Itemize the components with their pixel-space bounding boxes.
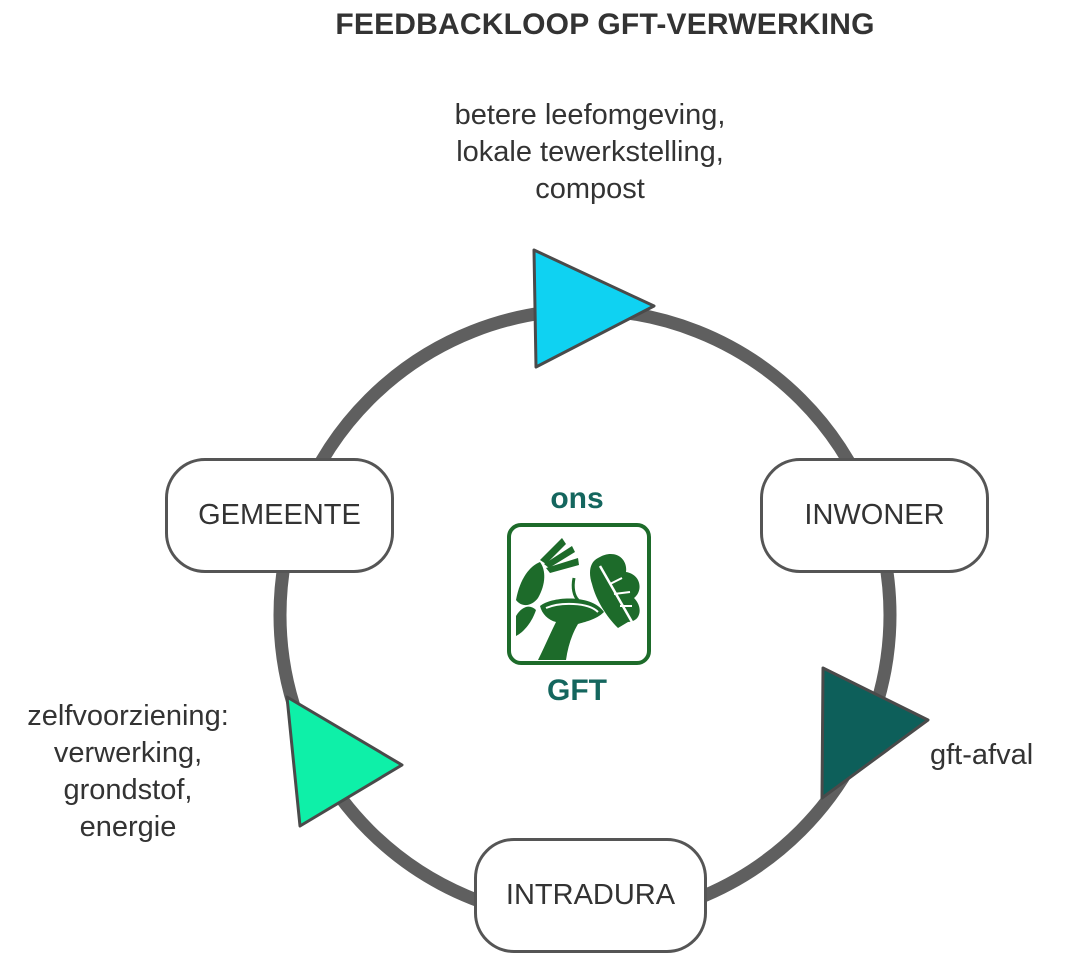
node-intradura: INTRADURA (474, 838, 707, 953)
ons-gft-logo-icon (507, 523, 651, 665)
benefits-flow-label: betere leefomgeving, lokale tewerkstelli… (400, 97, 780, 208)
self-sufficiency-line: grondstof, (63, 774, 193, 806)
node-gemeente: GEMEENTE (165, 458, 394, 573)
waste-arrow-icon (820, 666, 930, 800)
benefits-line: betere leefomgeving, (454, 99, 726, 131)
waste-flow-label: gft-afval (930, 737, 1076, 774)
self-sufficiency-line: zelfvoorziening: (27, 700, 229, 732)
self-sufficiency-line: energie (79, 811, 177, 843)
logo-word-ons: ons (550, 482, 604, 515)
node-gemeente-label: GEMEENTE (198, 499, 361, 531)
node-inwoner-label: INWONER (804, 499, 945, 531)
page-title: FEEDBACKLOOP GFT-VERWERKING (335, 8, 875, 41)
self-sufficiency-line: verwerking, (53, 737, 203, 769)
node-intradura-label: INTRADURA (505, 879, 676, 911)
benefits-arrow-icon (532, 248, 656, 369)
self-sufficiency-flow-label: zelfvoorziening: verwerking, grondstof, … (0, 698, 256, 846)
waste-line: gft-afval (930, 739, 1034, 771)
benefits-line: lokale tewerkstelling, (456, 136, 724, 168)
logo-word-gft: GFT (547, 674, 607, 707)
self-sufficiency-arrow-icon (285, 695, 404, 828)
benefits-line: compost (535, 173, 645, 205)
node-inwoner: INWONER (760, 458, 989, 573)
